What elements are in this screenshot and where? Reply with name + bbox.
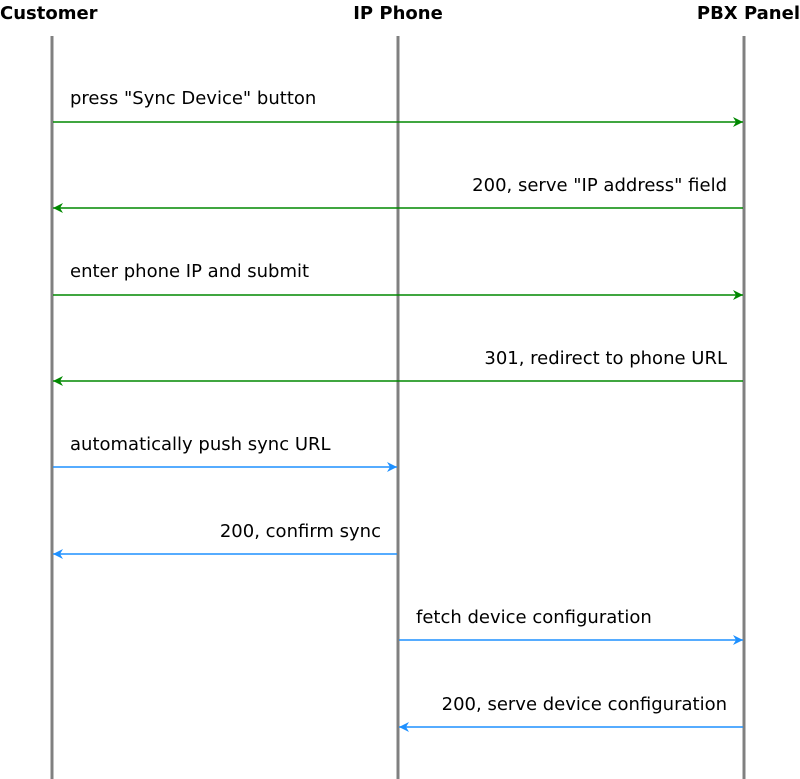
message-1: press "Sync Device" button: [53, 88, 743, 127]
actor-label-ip-phone: IP Phone: [353, 3, 443, 24]
message-8: 200, serve device configuration: [399, 694, 743, 732]
message-1-label: press "Sync Device" button: [70, 88, 316, 109]
message-3-label: enter phone IP and submit: [70, 261, 309, 282]
message-5-label: automatically push sync URL: [70, 434, 331, 455]
message-7-label: fetch device configuration: [416, 607, 652, 628]
actor-label-pbx-panel: PBX Panel: [697, 3, 800, 24]
message-3: enter phone IP and submit: [53, 261, 743, 300]
message-8-label: 200, serve device configuration: [442, 694, 727, 715]
message-4: 301, redirect to phone URL: [53, 348, 743, 386]
message-6: 200, confirm sync: [53, 521, 397, 559]
message-5: automatically push sync URL: [53, 434, 397, 472]
message-7: fetch device configuration: [399, 607, 743, 645]
message-2: 200, serve "IP address" field: [53, 175, 743, 213]
actor-label-customer: Customer: [0, 3, 98, 24]
message-6-label: 200, confirm sync: [220, 521, 381, 542]
message-2-label: 200, serve "IP address" field: [472, 175, 727, 196]
message-4-label: 301, redirect to phone URL: [484, 348, 727, 369]
